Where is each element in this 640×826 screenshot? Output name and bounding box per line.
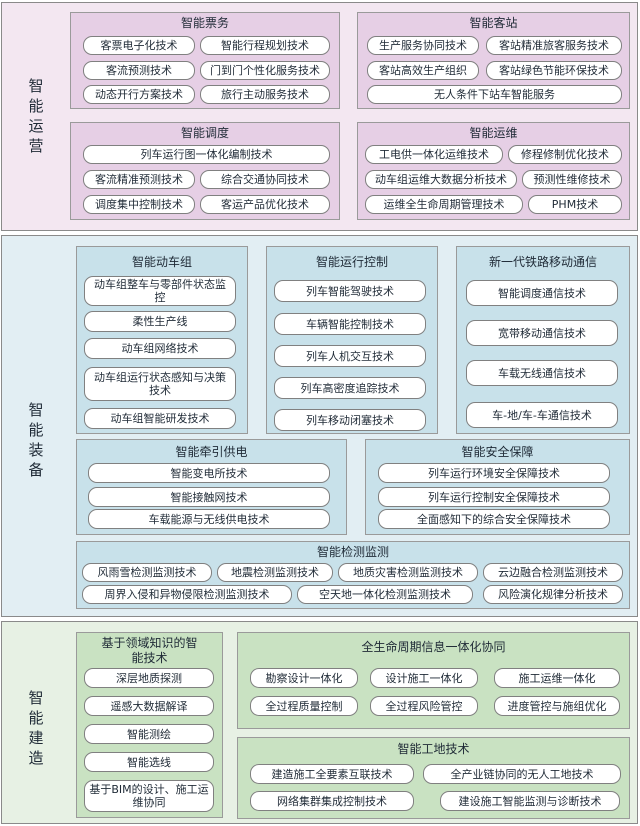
item-deep-geological-exploration: 深层地质探测 xyxy=(84,668,214,688)
item-phm: PHM技术 xyxy=(528,195,622,214)
item-production-service-coordination: 生产服务协同技术 xyxy=(367,36,479,55)
item-human-machine-interaction: 列车人机交互技术 xyxy=(274,345,426,367)
item-onboard-energy: 车载能源与无线供电技术 xyxy=(88,509,330,529)
group-title-emu: 智能动车组 xyxy=(131,255,192,269)
item-monitoring-diagnosis: 建设施工智能监测与诊断技术 xyxy=(440,791,620,811)
item-quality-control: 全过程质量控制 xyxy=(250,696,358,716)
item-proactive-travel-service: 旅行主动服务技术 xyxy=(200,85,330,104)
group-title-lifecycle: 全生命周期信息一体化协同 xyxy=(361,640,506,654)
item-emu-perception-decision: 动车组运行状态感知与决策技术 xyxy=(84,367,236,401)
item-repair-optimization: 修程修制优化技术 xyxy=(508,145,622,164)
item-train-diagram-compilation: 列车运行图一体化编制技术 xyxy=(83,145,330,164)
section-label-equipment: 智能装备 xyxy=(28,401,44,479)
group-title-station: 智能客站 xyxy=(469,16,518,30)
item-space-air-ground: 空天地一体化检测监测技术 xyxy=(297,585,473,604)
item-moving-block: 列车移动闭塞技术 xyxy=(274,409,426,431)
group-title-maintenance: 智能运维 xyxy=(469,126,518,140)
item-risk-evolution: 风险演化规律分析技术 xyxy=(483,585,623,604)
item-predictive-maintenance: 预测性维修技术 xyxy=(522,170,622,189)
item-broadband-mobile: 宽带移动通信技术 xyxy=(466,320,618,346)
item-cluster-control: 网络集群集成控制技术 xyxy=(250,791,414,811)
item-intelligent-surveying: 智能测绘 xyxy=(84,724,214,744)
item-product-optimization: 客运产品优化技术 xyxy=(200,195,330,214)
item-schedule-optimization: 进度管控与施组优化 xyxy=(494,696,620,716)
item-intelligent-catenary: 智能接触网技术 xyxy=(88,487,330,507)
item-onboard-wireless: 车载无线通信技术 xyxy=(466,360,618,386)
group-title-monitoring: 智能检测监测 xyxy=(316,545,389,559)
item-integrated-transport: 综合交通协同技术 xyxy=(200,170,330,189)
item-perimeter-intrusion: 周界入侵和异物侵限检测监测技术 xyxy=(82,585,292,604)
group-title-site: 智能工地技术 xyxy=(397,742,470,756)
item-risk-management: 全过程风险管控 xyxy=(370,696,478,716)
item-remote-sensing: 遥感大数据解译 xyxy=(84,696,214,716)
item-intelligent-substation: 智能变电所技术 xyxy=(88,463,330,483)
group-title-safety: 智能安全保障 xyxy=(461,445,534,459)
item-lifecycle-management: 运维全生命周期管理技术 xyxy=(365,195,523,214)
item-ticket-electronic: 客票电子化技术 xyxy=(83,36,195,55)
group-intelligent-train-control xyxy=(266,246,438,434)
item-construction-maintenance-integration: 施工运维一体化 xyxy=(494,668,620,688)
item-weather-monitoring: 风雨雪检测监测技术 xyxy=(82,563,212,582)
group-title-traction: 智能牵引供电 xyxy=(175,445,248,459)
group-title-dispatch: 智能调度 xyxy=(180,126,229,140)
group-title-communication: 新一代铁路移动通信 xyxy=(488,255,597,269)
item-flexible-production: 柔性生产线 xyxy=(84,311,236,332)
item-vehicle-control: 车辆智能控制技术 xyxy=(274,313,426,335)
item-survey-design-integration: 勘察设计一体化 xyxy=(250,668,358,688)
item-comprehensive-safety: 全面感知下的综合安全保障技术 xyxy=(378,509,610,529)
item-earthquake-monitoring: 地震检测监测技术 xyxy=(217,563,333,582)
section-label-construction: 智能建造 xyxy=(28,689,44,767)
group-title-ticketing: 智能票务 xyxy=(180,16,229,30)
item-high-density-tracking: 列车高密度追踪技术 xyxy=(274,377,426,399)
item-green-energy-saving: 客站绿色节能环保技术 xyxy=(486,61,622,80)
item-intelligent-driving: 列车智能驾驶技术 xyxy=(274,280,426,302)
item-centralized-control: 调度集中控制技术 xyxy=(83,195,195,214)
item-environment-safety: 列车运行环境安全保障技术 xyxy=(378,463,610,483)
item-geological-hazard: 地质灾害检测监测技术 xyxy=(338,563,478,582)
item-trip-planning: 智能行程规划技术 xyxy=(200,36,330,55)
item-intelligent-route-selection: 智能选线 xyxy=(84,752,214,772)
item-door-to-door: 门到门个性化服务技术 xyxy=(200,61,330,80)
item-emu-intelligent-rd: 动车组智能研发技术 xyxy=(84,408,236,429)
item-full-element-interconnection: 建造施工全要素互联技术 xyxy=(250,764,414,784)
section-label-operation: 智能运营 xyxy=(28,77,44,155)
item-cloud-edge-monitoring: 云边融合检测监测技术 xyxy=(483,563,623,582)
item-dispatch-communication: 智能调度通信技术 xyxy=(466,280,618,306)
item-big-data-analysis: 动车组运维大数据分析技术 xyxy=(365,170,517,189)
item-dynamic-scheduling: 动态开行方案技术 xyxy=(83,85,195,104)
item-unmanned-site: 全产业链协同的无人工地技术 xyxy=(423,764,621,784)
item-control-safety: 列车运行控制安全保障技术 xyxy=(378,487,610,507)
item-precise-flow-forecast: 客流精准预测技术 xyxy=(83,170,195,189)
item-integrated-maintenance: 工电供一体化运维技术 xyxy=(365,145,503,164)
item-precise-passenger-service: 客站精准旅客服务技术 xyxy=(486,36,622,55)
item-bim-coordination: 基于BIM的设计、施工运维协同 xyxy=(84,780,214,812)
item-train-ground-communication: 车-地/车-车通信技术 xyxy=(466,402,618,428)
item-design-construction-integration: 设计施工一体化 xyxy=(370,668,478,688)
group-title-train-control: 智能运行控制 xyxy=(315,255,388,269)
item-efficient-production: 客站高效生产组织 xyxy=(367,61,479,80)
item-passenger-flow-forecast: 客流预测技术 xyxy=(83,61,195,80)
group-title-knowledge: 基于领域知识的智能技术 xyxy=(101,636,198,665)
item-unmanned-station-service: 无人条件下站车智能服务 xyxy=(367,85,622,104)
item-emu-status-monitoring: 动车组整车与零部件状态监控 xyxy=(84,276,236,306)
item-emu-network: 动车组网络技术 xyxy=(84,338,236,359)
